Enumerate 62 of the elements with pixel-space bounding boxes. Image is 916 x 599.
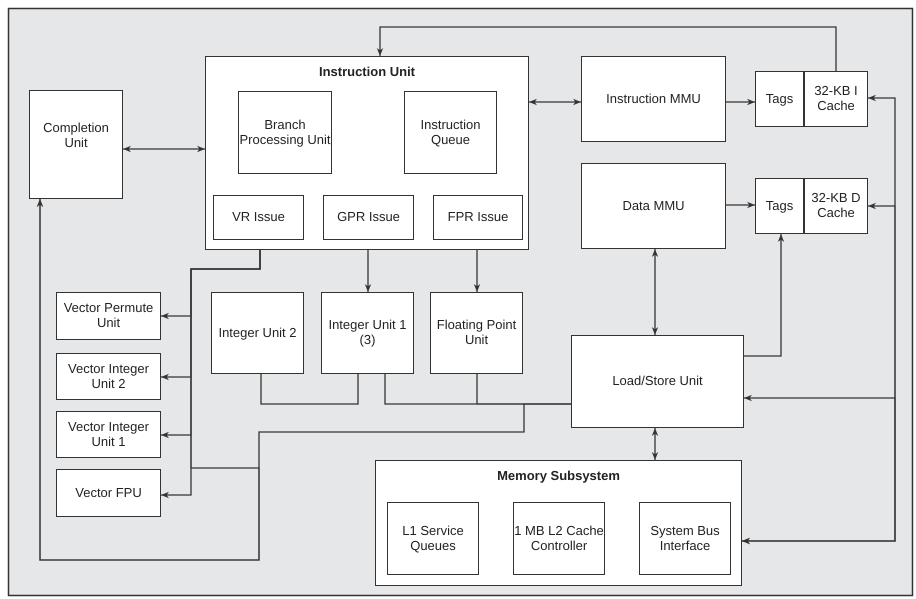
unit-label: Branch Processing Unit xyxy=(239,118,331,148)
unit-label: Floating Point Unit xyxy=(436,318,518,348)
unit-box xyxy=(56,469,161,517)
connector-arrow xyxy=(529,98,581,106)
unit-label: Vector FPU xyxy=(75,486,142,500)
unit-box xyxy=(211,292,304,374)
unit-container xyxy=(205,56,529,250)
connector-arrow xyxy=(474,250,480,292)
unit-box xyxy=(804,71,868,127)
unit-box xyxy=(639,502,731,575)
unit-label: Integer Unit 1 (3) xyxy=(327,318,408,348)
unit-box xyxy=(56,353,161,400)
unit-label: Vector Integer Unit 2 xyxy=(67,362,150,392)
unit-container xyxy=(375,460,742,586)
unit-label: Data MMU xyxy=(622,198,685,214)
connector-arrow xyxy=(726,98,755,106)
unit-label: System Bus Interface xyxy=(649,524,721,554)
connector-arrow xyxy=(744,234,784,357)
unit-label: Integer Unit 2 xyxy=(218,326,297,340)
unit-box xyxy=(321,292,414,374)
unit-label: Tags xyxy=(766,198,794,214)
unit-box xyxy=(323,195,414,240)
unit-label: FPR Issue xyxy=(448,210,508,225)
unit-box xyxy=(404,91,497,174)
unit-box xyxy=(430,292,523,374)
connector-arrow xyxy=(364,250,372,292)
connector-arrow xyxy=(742,394,896,544)
connector-arrow xyxy=(376,26,837,71)
unit-label: Vector Integer Unit 1 xyxy=(67,420,150,450)
connector-arrow xyxy=(726,202,755,208)
unit-label: L1 Service Queues xyxy=(401,524,465,554)
unit-label: Tags xyxy=(766,92,794,106)
unit-label: 1 MB L2 Cache Controller xyxy=(514,524,604,554)
unit-box xyxy=(238,91,332,174)
unit-box xyxy=(387,502,479,575)
unit-label: Load/Store Unit xyxy=(612,374,703,389)
unit-box xyxy=(755,178,804,234)
unit-box xyxy=(29,90,123,199)
unit-box xyxy=(571,335,744,428)
connector-arrow xyxy=(652,249,658,335)
unit-heading: Memory Subsystem xyxy=(497,469,620,484)
unit-box xyxy=(213,195,304,240)
connector-arrow xyxy=(123,146,205,152)
unit-box xyxy=(56,411,161,458)
unit-box xyxy=(513,502,605,575)
unit-label: Vector Permute Unit xyxy=(62,301,154,331)
unit-label: 32-KB D Cache xyxy=(810,191,862,221)
unit-label: Instruction Queue xyxy=(420,118,482,148)
unit-box xyxy=(433,195,523,240)
unit-label: VR Issue xyxy=(232,210,285,225)
unit-label: Completion Unit xyxy=(42,121,110,151)
unit-box xyxy=(804,178,868,234)
unit-box xyxy=(581,56,726,142)
unit-box xyxy=(755,71,804,127)
unit-label: 32-KB I Cache xyxy=(813,84,859,114)
connector-arrow xyxy=(652,428,658,460)
unit-box xyxy=(56,292,161,340)
unit-label: GPR Issue xyxy=(337,210,400,225)
unit-heading: Instruction Unit xyxy=(318,65,416,80)
connector-arrow xyxy=(36,199,261,561)
unit-box xyxy=(581,163,726,249)
unit-label: Instruction MMU xyxy=(606,92,701,106)
